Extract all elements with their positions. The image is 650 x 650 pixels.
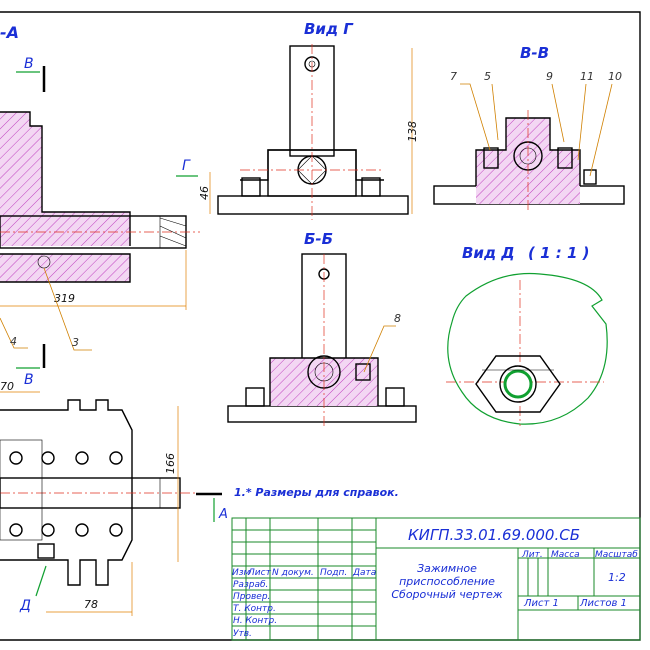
view-g: Вид Г 138 46 Г [176, 20, 419, 220]
tb-col-data: Дата [352, 568, 376, 578]
tb-row-razrab: Разраб. [233, 580, 268, 590]
leader-7: 7 [450, 70, 457, 83]
tb-col-izm: Изм [232, 568, 251, 578]
leader-11: 11 [580, 70, 594, 83]
marker-v-top: В [24, 56, 34, 72]
tb-scale-value: 1:2 [608, 571, 626, 584]
dim-319: 319 [54, 292, 75, 305]
section-vv-title: В-В [520, 44, 549, 62]
tb-row-utv: Утв. [233, 629, 252, 639]
note-dimensions: 1.* Размеры для справок. [234, 486, 399, 499]
section-vv: В-В 7 5 9 11 10 [433, 44, 625, 212]
section-bb: Б-Б 8 [227, 230, 417, 428]
marker-a: А [218, 507, 228, 522]
tb-masshtab: Масштаб [595, 550, 638, 560]
tb-sheets: Листов 1 [579, 598, 627, 609]
base-section [0, 254, 130, 282]
tb-col-podp: Подп. [320, 568, 347, 578]
tb-col-ndokum: N докум. [272, 568, 314, 578]
tb-name-line1: Зажимное [417, 562, 477, 575]
dim-70: 70 [0, 380, 14, 393]
leader-4: 4 [10, 335, 17, 348]
view-d-title: Вид Д [462, 244, 515, 262]
leader-9: 9 [546, 70, 553, 83]
tb-sheet: Лист 1 [523, 598, 559, 609]
tb-row-nkontr: Н. Контр. [233, 616, 277, 626]
view-d-scale: ( 1 : 1 ) [528, 244, 589, 262]
clamp-plate-outline [0, 399, 133, 586]
section-bb-title: Б-Б [304, 230, 333, 248]
tb-row-prov: Провер. [233, 592, 270, 602]
tb-massa: Масса [551, 550, 580, 560]
marker-v-bottom: В [24, 372, 34, 388]
tb-row-tkontr: Т. Контр. [233, 604, 276, 614]
dim-78: 78 [84, 598, 98, 611]
dim-46: 46 [198, 186, 211, 200]
section-a-view: -А В В 319 4 3 [0, 23, 200, 388]
dim-166: 166 [164, 453, 177, 474]
tb-name-line2: приспособление [399, 575, 495, 588]
title-block: Изм Лист N докум. Подп. Дата Разраб. Про… [231, 517, 641, 641]
leader-8: 8 [394, 312, 401, 325]
plan-view: 70 166 78 Д А [0, 380, 228, 616]
view-d: Вид Д ( 1 : 1 ) [446, 244, 608, 426]
tb-col-list: Лист [247, 568, 272, 578]
leader-5: 5 [484, 70, 491, 83]
leader-10: 10 [608, 70, 622, 83]
marker-d: Д [19, 598, 31, 614]
dim-138: 138 [406, 121, 419, 142]
bolts-row-bottom [9, 523, 123, 537]
tb-name-line3: Сборочный чертеж [391, 588, 502, 601]
marker-g: Г [182, 158, 191, 174]
tb-designation: КИГП.33.01.69.000.СБ [408, 526, 580, 544]
leader-3: 3 [72, 336, 79, 349]
section-a-title: -А [0, 23, 19, 42]
bolts-row-top [9, 451, 123, 465]
tb-lit: Лит. [521, 550, 543, 560]
view-g-title: Вид Г [304, 20, 354, 38]
